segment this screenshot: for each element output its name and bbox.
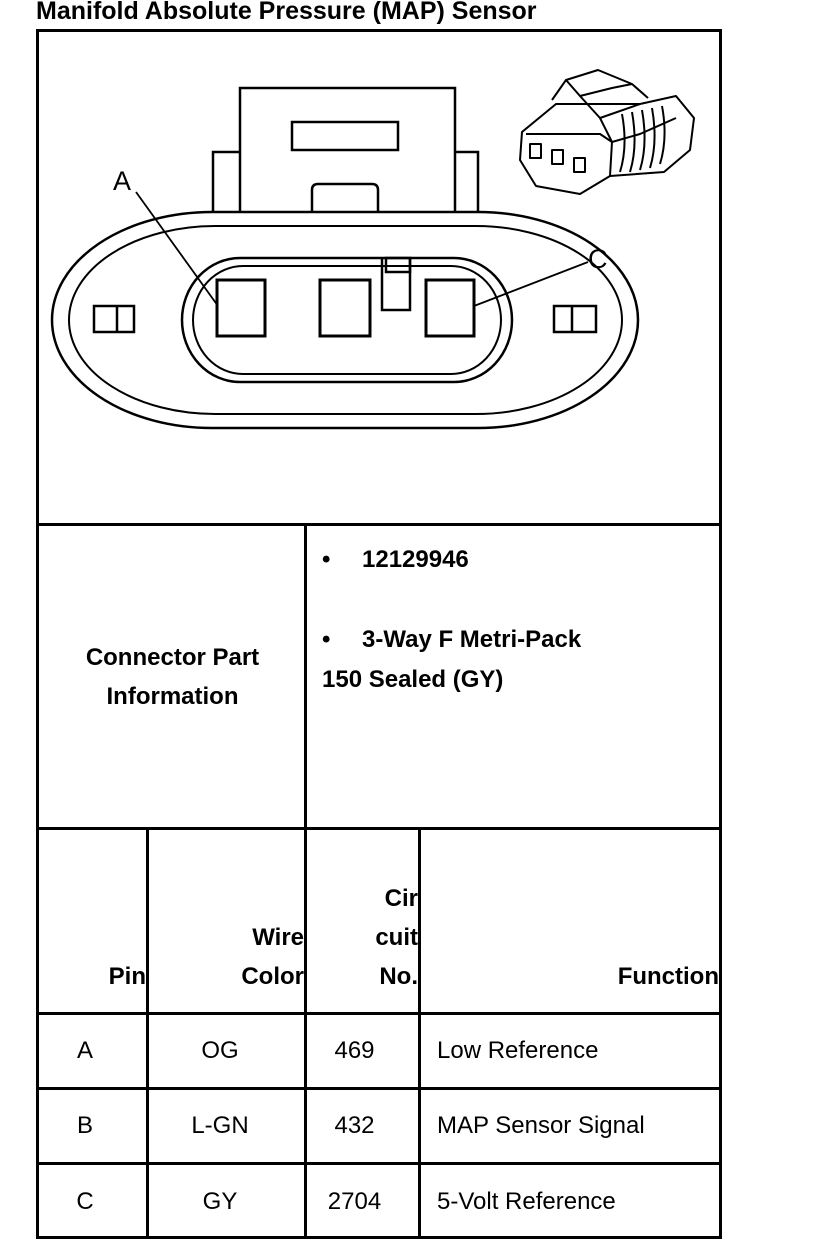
- cell-circuit: 432: [334, 1112, 375, 1139]
- divider: [146, 827, 149, 1239]
- connector-latch: [238, 86, 457, 212]
- latch-window: [290, 120, 400, 152]
- divider: [304, 523, 307, 1239]
- page-title: Manifold Absolute Pressure (MAP) Sensor: [36, 0, 537, 25]
- bullet-icon: •: [322, 626, 331, 653]
- header-pin: Pin: [108, 963, 146, 990]
- list-item: • 3-Way F Metri-Pack: [322, 620, 581, 660]
- divider: [36, 1087, 722, 1090]
- connector-type-cont: 150 Sealed (GY): [322, 666, 504, 693]
- divider: [36, 1162, 722, 1165]
- cell-wire-color: L-GN: [191, 1112, 249, 1139]
- pin-label-c: C: [588, 244, 608, 274]
- divider: [418, 827, 421, 1239]
- side-tab-left: [92, 304, 136, 334]
- cell-wire-color: OG: [201, 1037, 239, 1064]
- list-item: 150 Sealed (GY): [322, 660, 581, 700]
- header-circuit-no: Cir cuit No.: [375, 885, 418, 990]
- polarization-key: [380, 258, 412, 312]
- cell-function: 5-Volt Reference: [437, 1188, 616, 1215]
- bullet-icon: •: [322, 546, 331, 573]
- connector-3d-view: [519, 69, 695, 195]
- connector-table-frame: [36, 29, 722, 1239]
- cell-circuit: 469: [334, 1037, 375, 1064]
- divider: [36, 1012, 722, 1015]
- cell-pin: A: [76, 1037, 93, 1064]
- connector-body: [50, 210, 640, 430]
- divider: [36, 523, 722, 526]
- header-function: Function: [617, 963, 719, 990]
- connector-face-diagram: A C: [50, 69, 695, 430]
- cell-wire-color: GY: [202, 1188, 238, 1215]
- connector-info-list: • 12129946 • 3-Way F Metri-Pack 150 Seal…: [322, 540, 581, 700]
- cell-function: Low Reference: [437, 1037, 599, 1064]
- cell-pin: C: [76, 1188, 94, 1215]
- header-wire-color: Wire Color: [241, 924, 304, 990]
- divider: [36, 827, 722, 830]
- connector-type: 3-Way F Metri-Pack: [362, 626, 582, 653]
- seal-ring: [180, 256, 514, 384]
- side-tab-right: [552, 304, 598, 334]
- part-number: 12129946: [362, 546, 469, 573]
- list-item: • 12129946: [322, 540, 581, 580]
- cell-pin: B: [76, 1112, 93, 1139]
- terminal-cavity-a: [215, 278, 267, 338]
- connector-info-label: Connector Part Information: [85, 643, 260, 710]
- cell-function: MAP Sensor Signal: [437, 1112, 645, 1139]
- cell-circuit: 2704: [327, 1188, 382, 1215]
- terminal-cavity-b: [318, 278, 372, 338]
- pin-label-a: A: [113, 166, 131, 196]
- terminal-cavity-c: [424, 278, 476, 338]
